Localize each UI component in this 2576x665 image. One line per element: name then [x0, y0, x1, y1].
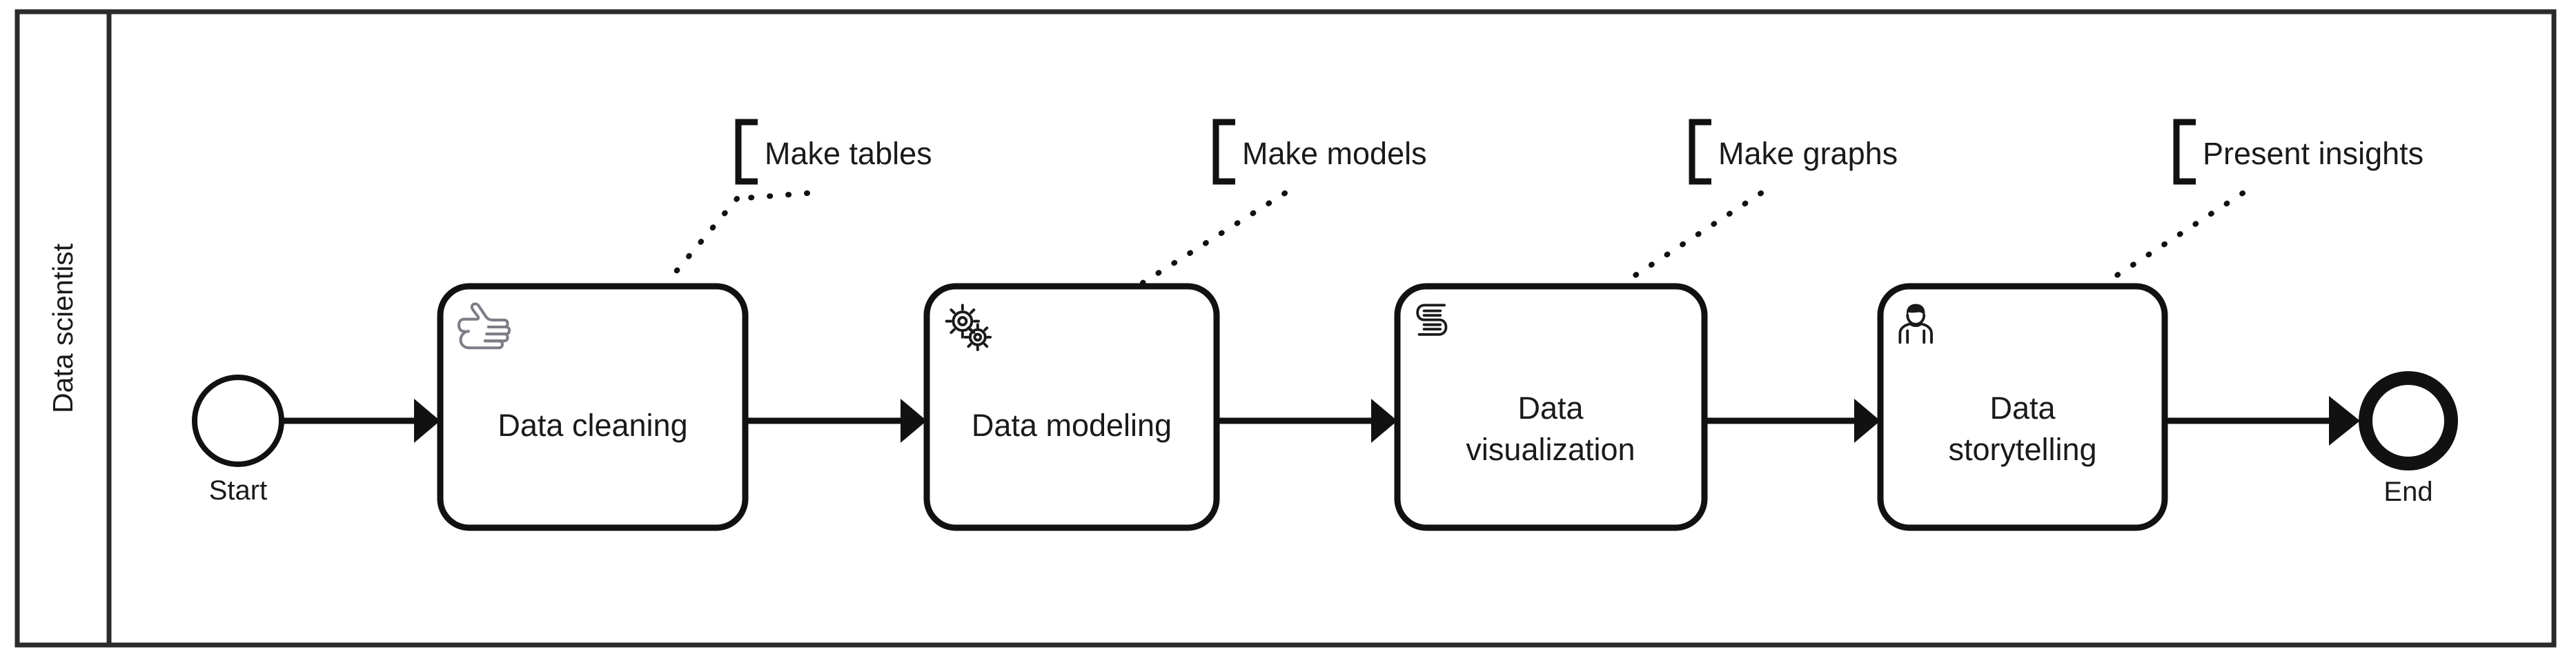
flow-cleaning-to-modeling	[745, 399, 927, 443]
flow-arrowhead	[2329, 396, 2360, 446]
end-event-circle[interactable]	[2359, 371, 2458, 470]
annotation-leader-line	[734, 190, 810, 201]
annotation-bracket	[2173, 119, 2196, 185]
task-label-line1: Data	[1517, 390, 1584, 426]
end-event-label: End	[2383, 477, 2432, 507]
flow-arrowhead	[1854, 399, 1880, 443]
annotation-label: Make graphs	[1718, 136, 1898, 171]
flow-visualization-to-storytelling	[1704, 399, 1880, 443]
task-label-line1: Data cleaning	[498, 408, 687, 443]
flow-arrowhead	[901, 399, 927, 443]
lane-header: Data scientist	[47, 243, 79, 413]
flow-modeling-to-visualization	[1217, 399, 1397, 443]
annotation-bracket	[735, 119, 758, 185]
user-task-person-icon	[1898, 304, 1933, 344]
annotation-make-models[interactable]: Make models	[1140, 119, 1427, 286]
end-event[interactable]: End	[2359, 371, 2458, 507]
task-data-cleaning[interactable]: Data cleaning	[437, 283, 749, 531]
annotation-label: Present insights	[2203, 136, 2423, 171]
lane-label: Data scientist	[47, 243, 79, 413]
annotation-make-graphs[interactable]: Make graphs	[1619, 119, 1898, 287]
task-data-visualization[interactable]: Data visualization	[1394, 283, 1708, 531]
task-data-storytelling[interactable]: Data storytelling	[1877, 283, 2168, 531]
annotation-present-insights[interactable]: Present insights	[2101, 119, 2423, 287]
script-task-document-icon	[1416, 304, 1448, 336]
manual-task-hand-icon	[457, 302, 511, 350]
flow-arrowhead	[414, 399, 440, 443]
pool-frame	[14, 9, 2557, 648]
annotation-label: Make models	[1242, 136, 1427, 171]
service-task-gears-icon	[945, 304, 992, 352]
start-event-label: Start	[209, 475, 267, 506]
flow-arrowhead	[1371, 399, 1397, 443]
task-label-line2: visualization	[1466, 432, 1635, 467]
task-box[interactable]	[1394, 283, 1708, 531]
annotation-bracket	[1689, 119, 1711, 185]
task-box[interactable]	[923, 283, 1220, 531]
task-data-modeling[interactable]: Data modeling	[923, 283, 1220, 531]
task-label-line1: Data modeling	[972, 408, 1172, 443]
annotation-make-tables[interactable]: Make tables	[664, 119, 932, 286]
flow-storytelling-to-end	[2165, 396, 2360, 446]
annotation-leader-line	[664, 196, 740, 286]
start-event[interactable]: Start	[192, 375, 284, 506]
task-box[interactable]	[1877, 283, 2168, 531]
task-label-line1: Data	[1989, 390, 2056, 426]
start-event-circle[interactable]	[192, 375, 284, 467]
task-label-line2: storytelling	[1948, 432, 2096, 467]
annotation-bracket	[1212, 119, 1235, 185]
annotation-label: Make tables	[765, 136, 932, 171]
flow-start-to-cleaning	[283, 399, 440, 443]
pool-outer-rect	[14, 9, 2557, 648]
task-box[interactable]	[437, 283, 749, 531]
